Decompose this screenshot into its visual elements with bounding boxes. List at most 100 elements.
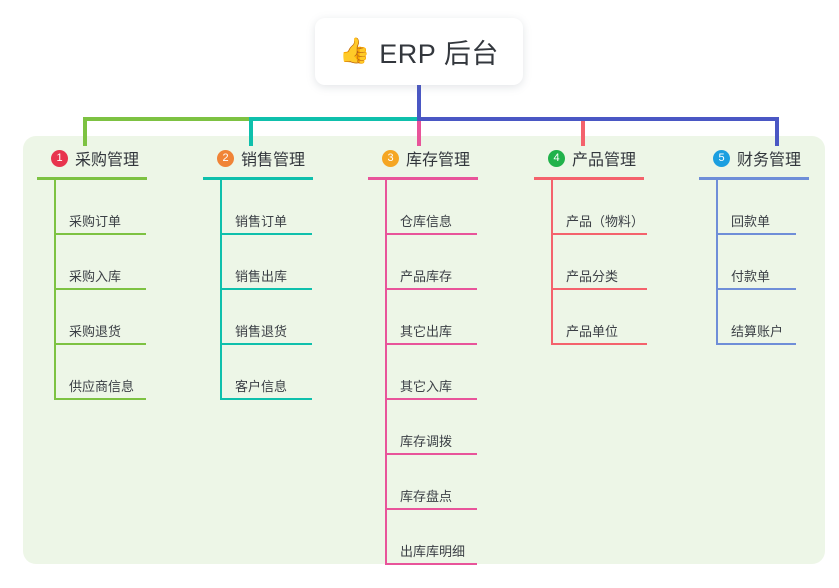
thumbs-up-icon: 👍 [339,37,371,65]
branch-drop-line-5 [775,117,779,146]
leaf-item-rule [385,233,477,235]
leaf-item-label: 采购入库 [69,269,122,284]
leaf-item-label: 其它入库 [400,379,453,394]
leaf-item-label: 客户信息 [235,379,288,394]
leaf-item-rule [716,343,796,345]
branch-header-rule-2 [203,177,313,180]
leaf-item-rule [54,233,146,235]
branch-header-rule-4 [534,177,644,180]
branch-badge-2: 2 [217,149,234,167]
leaf-item[interactable]: 付款单 [716,235,809,290]
branch-badge-5: 5 [713,149,730,167]
branch-header-rule-3 [368,177,478,180]
leaf-item[interactable]: 其它入库 [385,345,478,400]
leaf-item-rule [385,563,477,565]
leaf-item-rule [551,343,647,345]
branch-badge-3: 3 [382,149,399,167]
leaf-item-rule [220,343,312,345]
branch-column-2: 2 销售管理销售订单销售出库销售退货客户信息 [203,146,313,400]
leaf-item-label: 产品分类 [566,269,619,284]
leaf-item[interactable]: 采购退货 [54,290,147,345]
branch-header-rule-1 [37,177,147,180]
branch-header-2[interactable]: 2 销售管理 [203,146,313,170]
leaf-item[interactable]: 客户信息 [220,345,313,400]
branch-children-3: 仓库信息产品库存其它出库其它入库库存调拨库存盘点出库库明细 [385,180,478,565]
branch-title-3: 库存管理 [406,152,471,169]
branch-children-5: 回款单付款单结算账户 [716,180,809,345]
trunk-bus-segment-green [83,117,251,121]
leaf-item-rule [220,398,312,400]
branch-drop-line-1 [83,117,87,146]
branch-spine-2 [220,180,222,400]
leaf-item[interactable]: 回款单 [716,180,809,235]
branch-spine-1 [54,180,56,400]
diagram-panel [23,136,825,564]
branch-badge-1: 1 [51,149,68,167]
leaf-item[interactable]: 采购入库 [54,235,147,290]
leaf-item-rule [220,288,312,290]
branch-column-3: 3 库存管理仓库信息产品库存其它出库其它入库库存调拨库存盘点出库库明细 [368,146,478,565]
root-node-title: ERP 后台 [379,39,499,69]
leaf-item-rule [551,288,647,290]
leaf-item-label: 付款单 [731,269,771,284]
branch-drop-line-4 [581,117,585,146]
leaf-item[interactable]: 产品（物料） [551,180,647,235]
leaf-item-rule [385,453,477,455]
leaf-item[interactable]: 出库库明细 [385,510,478,565]
leaf-item-rule [385,508,477,510]
branch-title-2: 销售管理 [241,152,306,169]
branch-column-5: 5 财务管理回款单付款单结算账户 [699,146,809,345]
leaf-item[interactable]: 库存盘点 [385,455,478,510]
leaf-item[interactable]: 供应商信息 [54,345,147,400]
trunk-stem-line [417,84,421,118]
branch-drop-line-2 [249,117,253,146]
leaf-item[interactable]: 结算账户 [716,290,809,345]
branch-title-5: 财务管理 [737,152,802,169]
branch-badge-4: 4 [548,149,565,167]
branch-children-1: 采购订单采购入库采购退货供应商信息 [54,180,147,400]
leaf-item-label: 采购订单 [69,214,122,229]
leaf-item[interactable]: 其它出库 [385,290,478,345]
leaf-item-rule [716,288,796,290]
leaf-item-rule [385,398,477,400]
leaf-item-label: 回款单 [731,214,771,229]
leaf-item-rule [551,233,647,235]
branch-column-1: 1 采购管理采购订单采购入库采购退货供应商信息 [37,146,147,400]
leaf-item-label: 采购退货 [69,324,122,339]
branch-title-1: 采购管理 [75,152,140,169]
branch-header-3[interactable]: 3 库存管理 [368,146,478,170]
branch-header-rule-5 [699,177,809,180]
leaf-item[interactable]: 销售订单 [220,180,313,235]
branch-spine-3 [385,180,387,565]
leaf-item-label: 出库库明细 [400,544,466,559]
leaf-item-label: 结算账户 [731,324,784,339]
leaf-item[interactable]: 采购订单 [54,180,147,235]
leaf-item-rule [385,343,477,345]
leaf-item-rule [54,398,146,400]
leaf-item-label: 产品单位 [566,324,619,339]
branch-header-5[interactable]: 5 财务管理 [699,146,809,170]
branch-spine-4 [551,180,553,345]
leaf-item[interactable]: 销售退货 [220,290,313,345]
leaf-item[interactable]: 产品单位 [551,290,647,345]
leaf-item[interactable]: 产品库存 [385,235,478,290]
root-node-card[interactable]: 👍 ERP 后台 [315,18,523,85]
leaf-item-label: 产品库存 [400,269,453,284]
trunk-bus-segment-blue [417,117,779,121]
branch-drop-line-3 [417,117,421,146]
leaf-item-rule [54,288,146,290]
leaf-item-label: 产品（物料） [566,214,645,229]
leaf-item[interactable]: 仓库信息 [385,180,478,235]
leaf-item[interactable]: 销售出库 [220,235,313,290]
leaf-item-label: 其它出库 [400,324,453,339]
leaf-item-label: 销售出库 [235,269,288,284]
branch-header-1[interactable]: 1 采购管理 [37,146,147,170]
branch-children-2: 销售订单销售出库销售退货客户信息 [220,180,313,400]
branch-children-4: 产品（物料） 产品分类产品单位 [551,180,647,345]
leaf-item[interactable]: 产品分类 [551,235,647,290]
leaf-item-rule [716,233,796,235]
leaf-item[interactable]: 库存调拨 [385,400,478,455]
leaf-item-label: 仓库信息 [400,214,453,229]
